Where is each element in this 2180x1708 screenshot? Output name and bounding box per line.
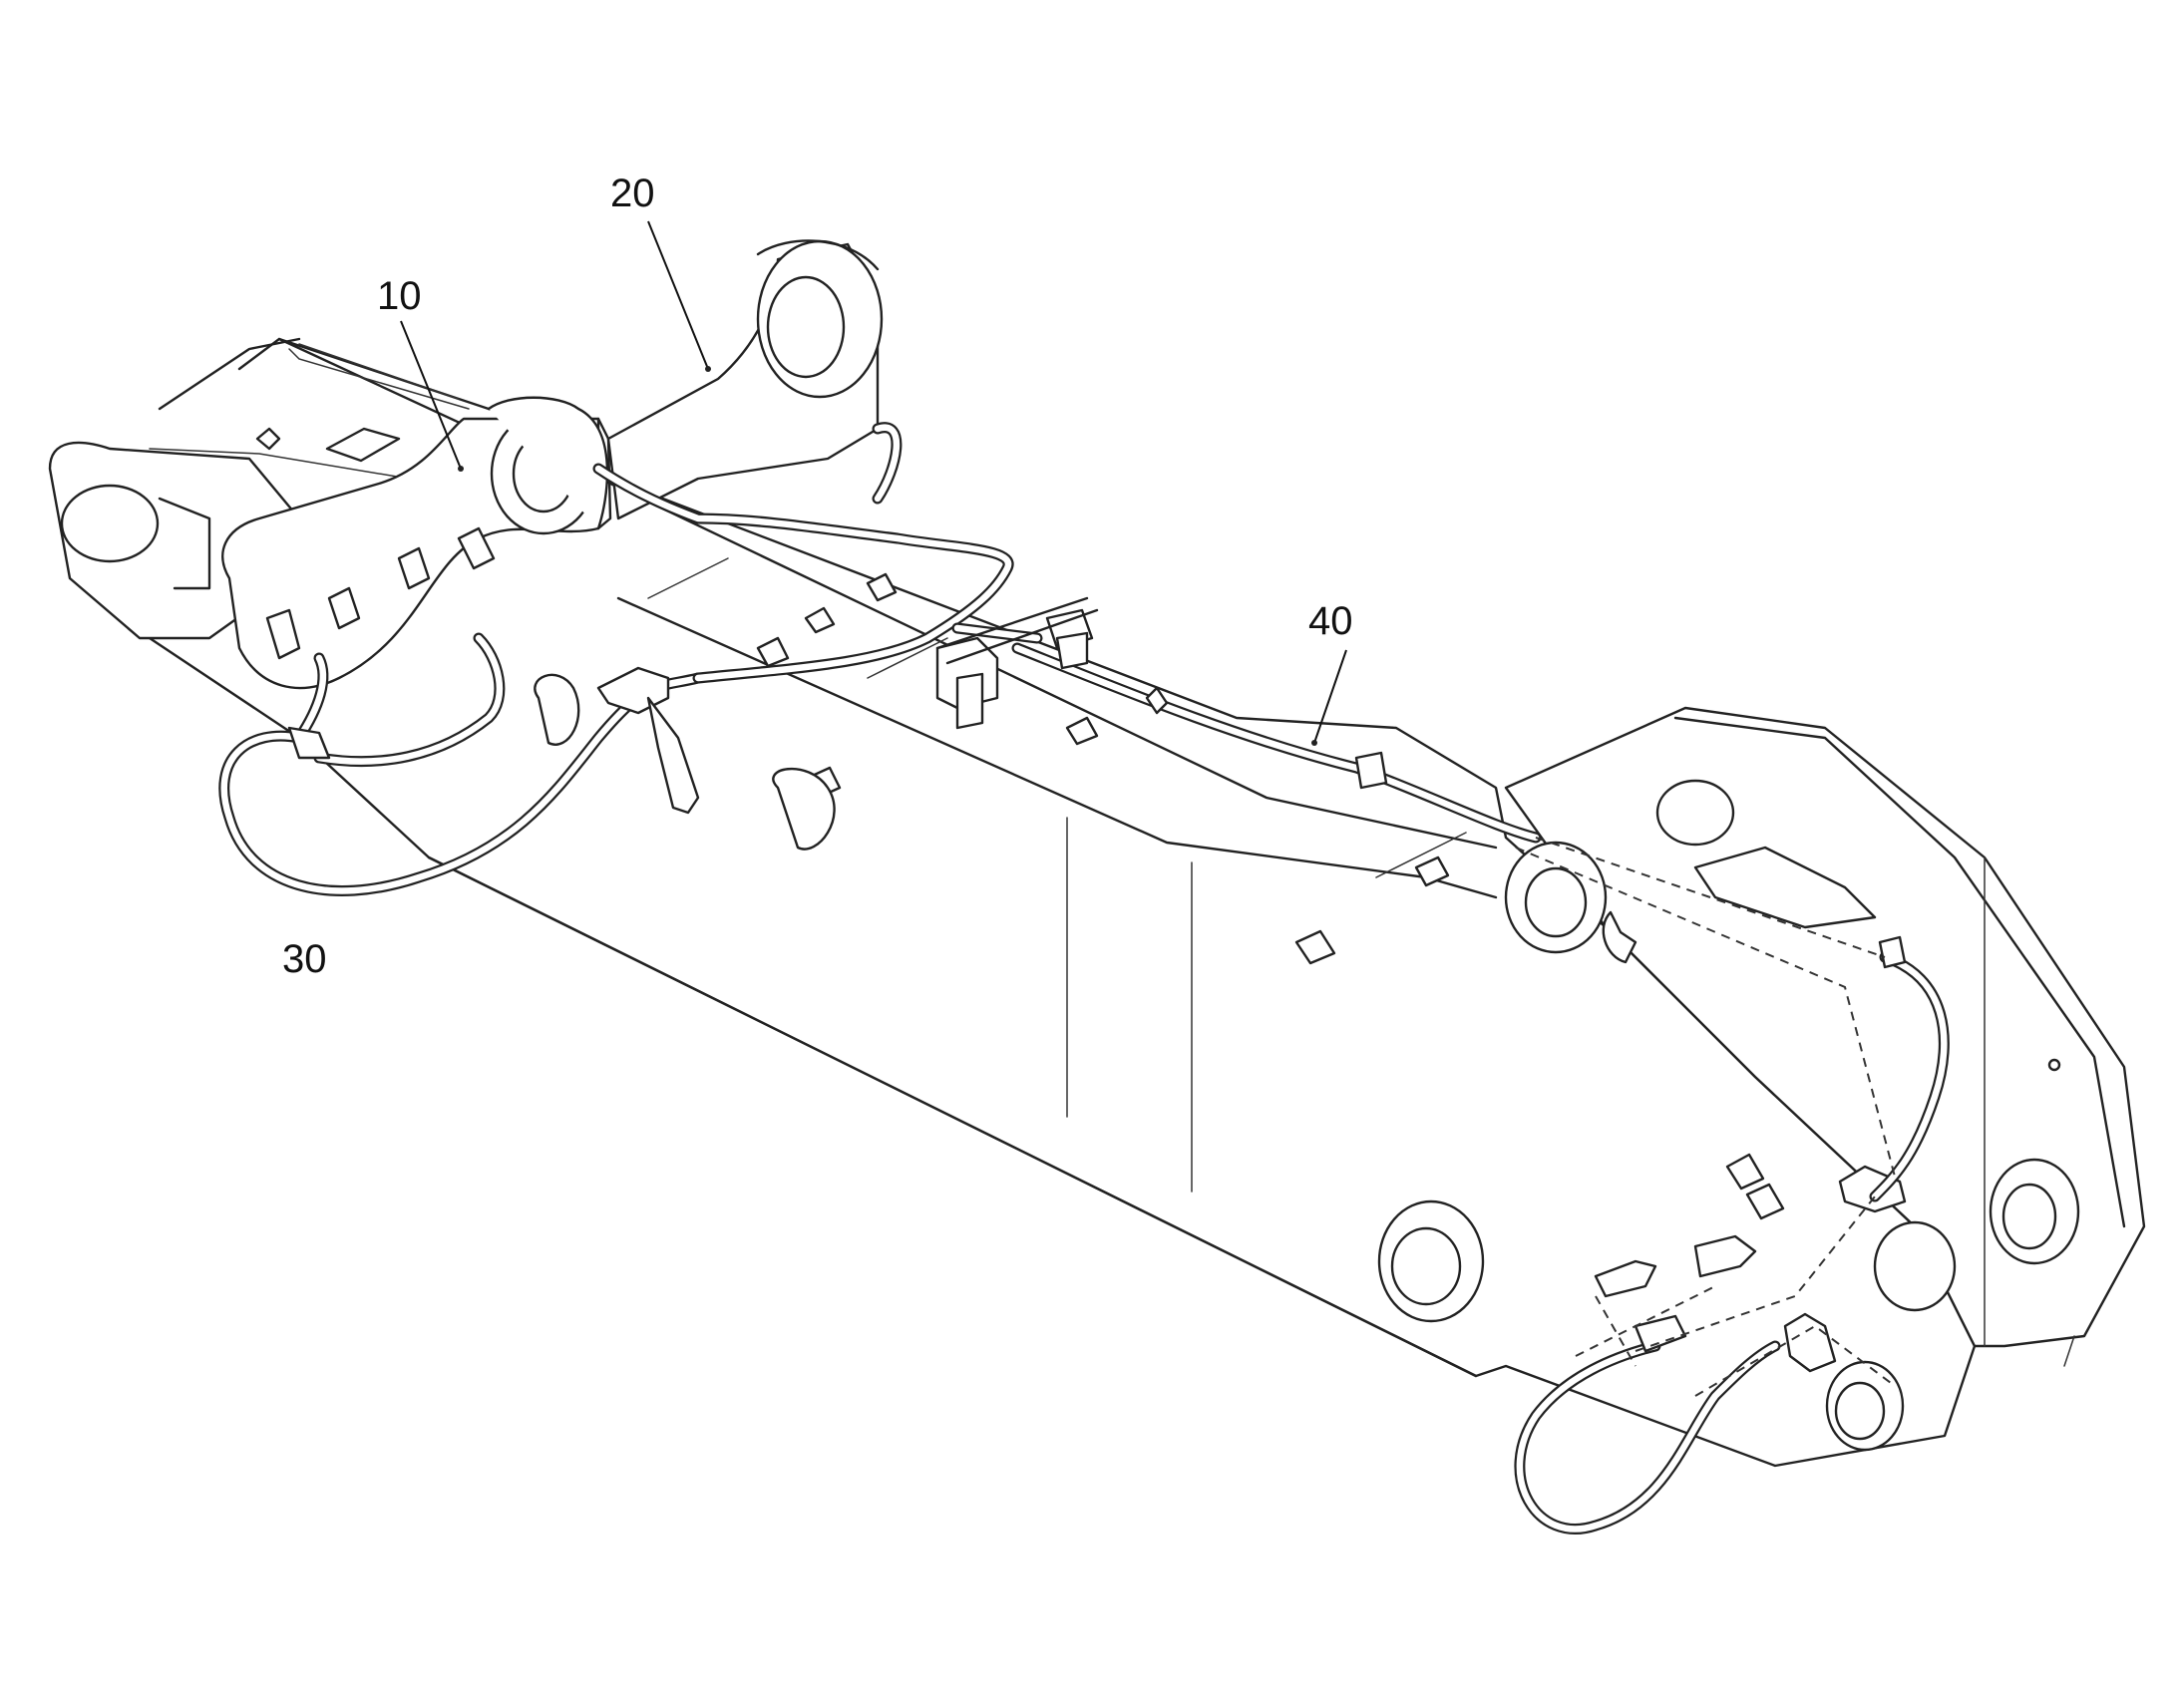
hose-clamp-assembly bbox=[935, 596, 1099, 730]
callout-40: 40 bbox=[1308, 599, 1353, 746]
callout-10: 10 bbox=[377, 274, 464, 472]
boom-arm-body bbox=[148, 457, 1977, 1468]
boom-head bbox=[1377, 706, 2146, 1452]
callout-20: 20 bbox=[610, 171, 711, 372]
callout-30: 30 bbox=[282, 937, 327, 981]
callout-10-label: 10 bbox=[377, 274, 422, 318]
part-30-hose-loop bbox=[218, 526, 704, 896]
callout-30-label: 30 bbox=[282, 937, 327, 981]
callouts: 10 20 30 40 bbox=[282, 171, 1353, 981]
callout-20-label: 20 bbox=[610, 171, 655, 215]
callout-40-label: 40 bbox=[1308, 599, 1353, 643]
mounting-pads bbox=[255, 427, 1907, 1373]
hidden-lines bbox=[1515, 837, 1896, 1397]
part-40-hose-line bbox=[592, 422, 1950, 1535]
part-20-upright-bracket bbox=[606, 239, 884, 520]
